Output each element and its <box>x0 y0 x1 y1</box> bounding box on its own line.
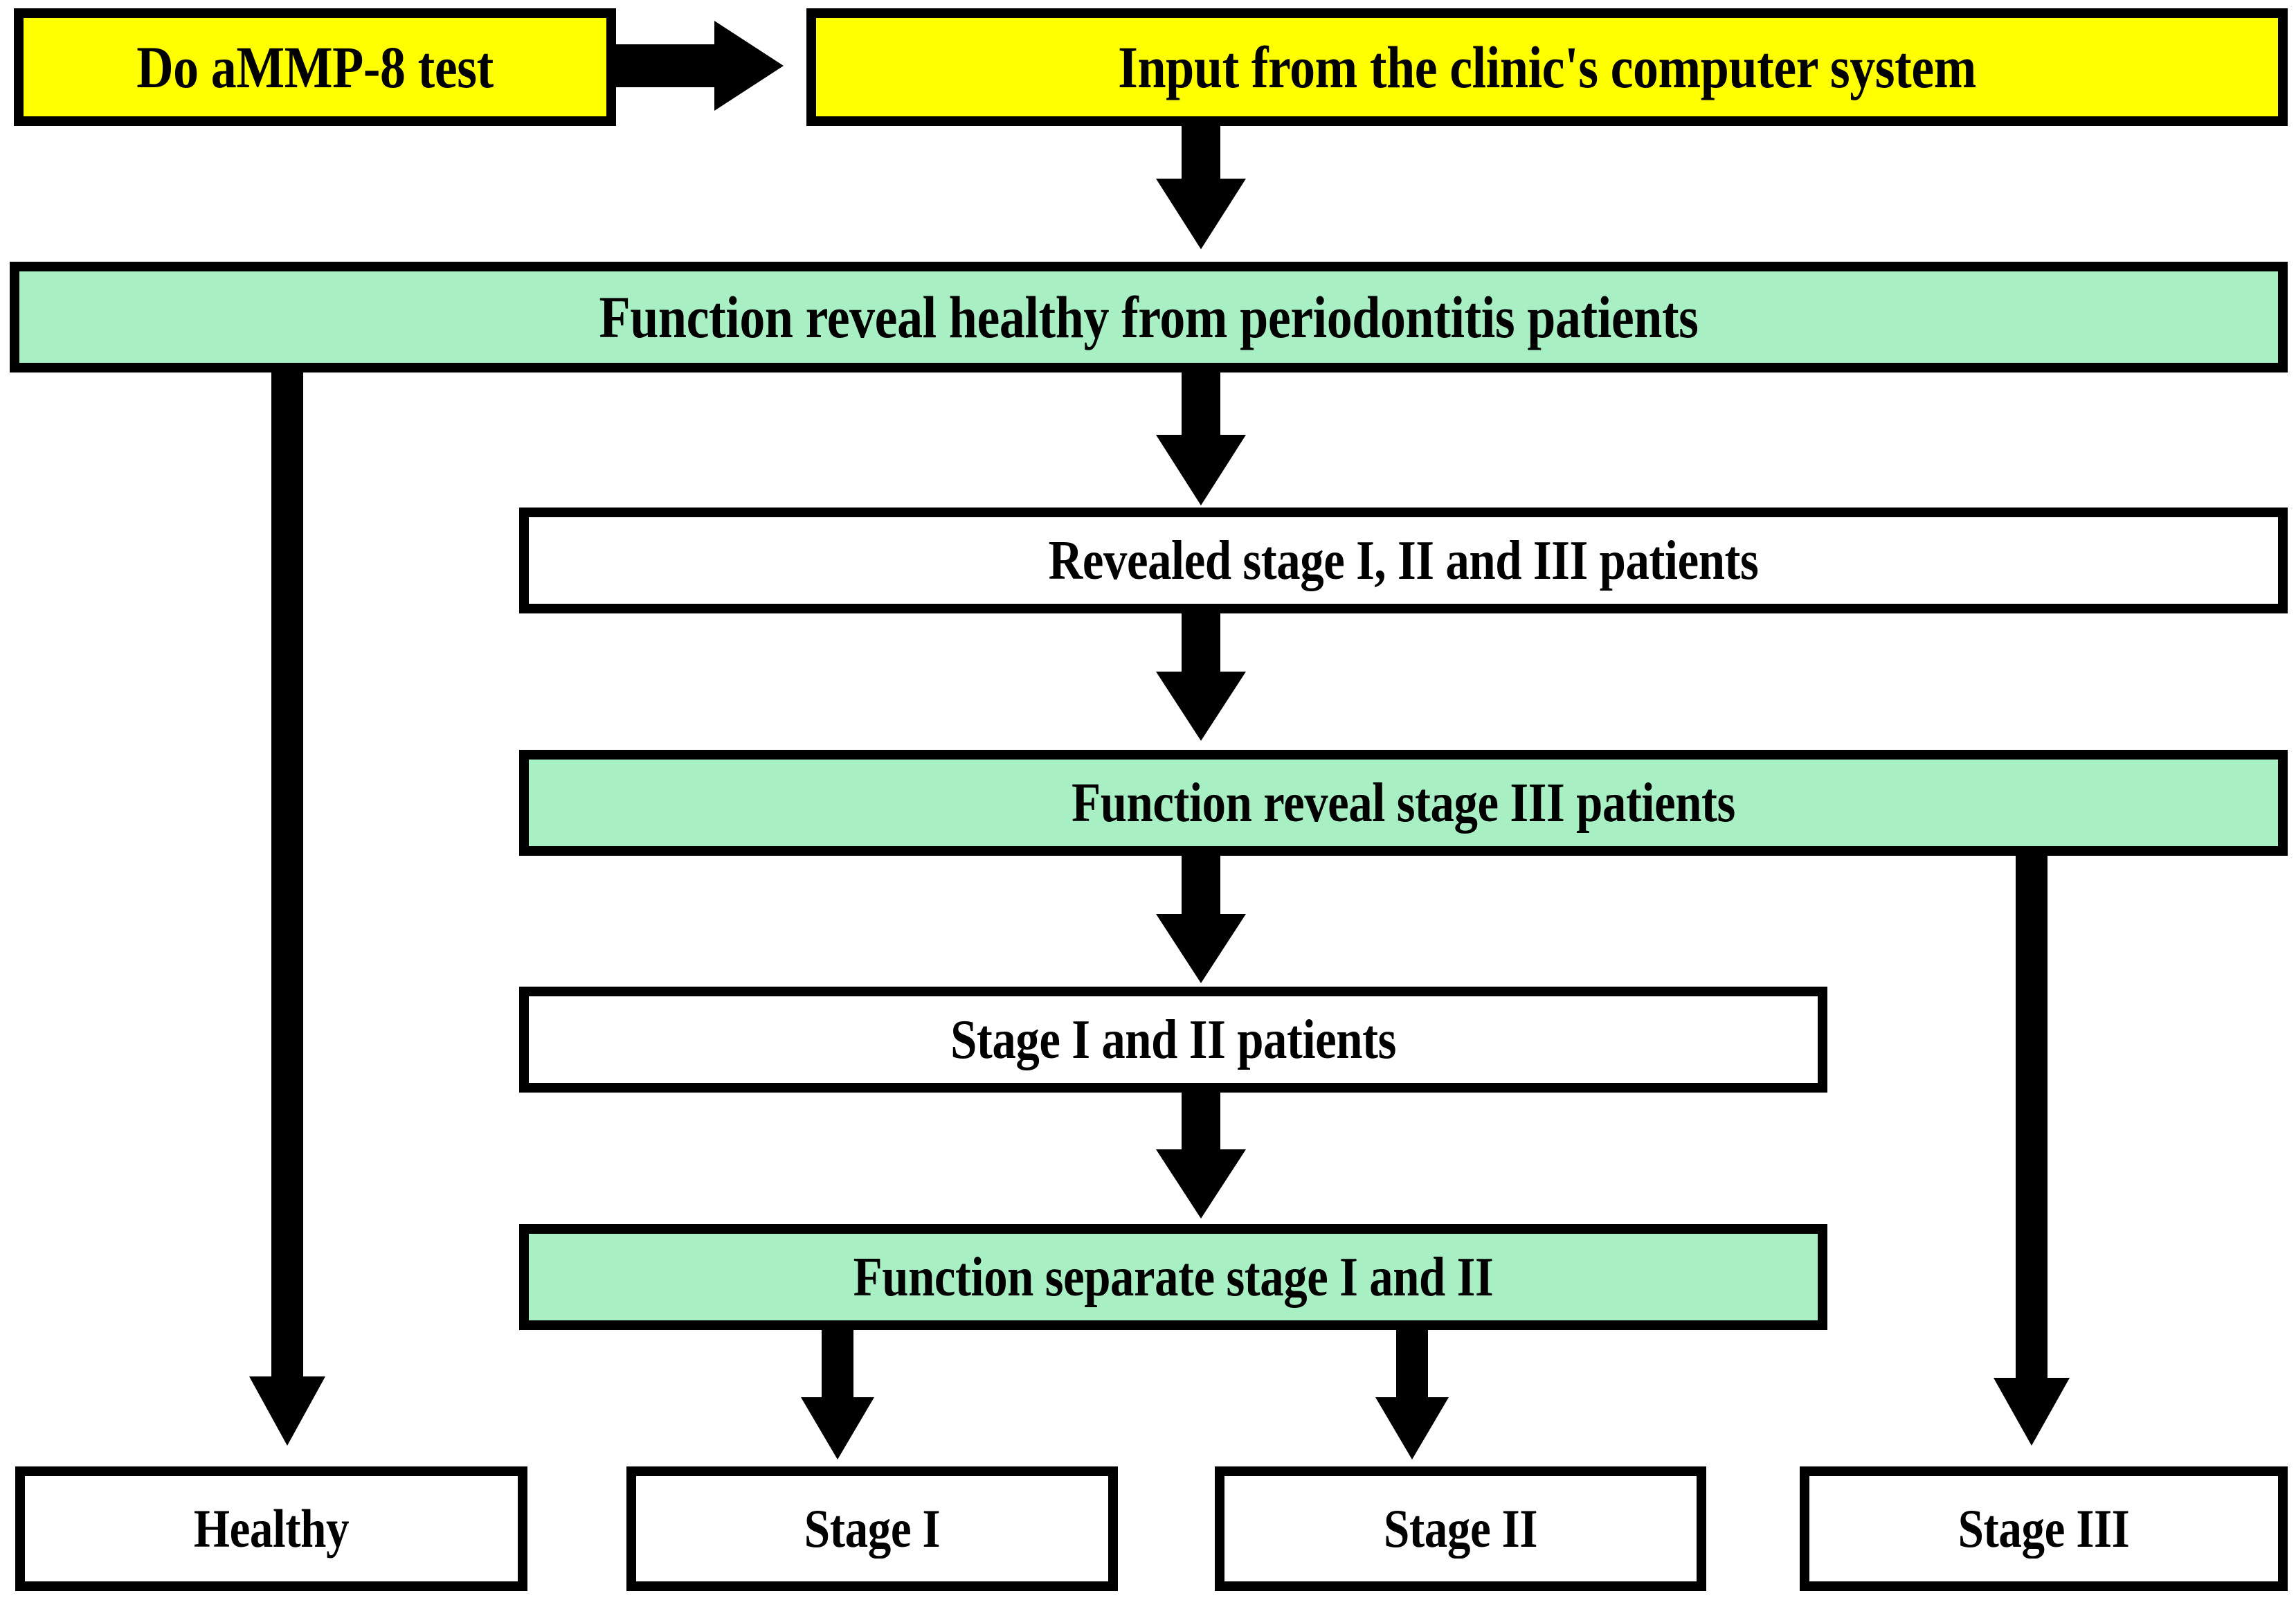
edge-fn-separate-to-out-stage2 <box>1367 1316 1457 1464</box>
node-function-reveal-stage3[interactable]: Function reveal stage III patients <box>519 750 2288 856</box>
node-clinic-input[interactable]: Input from the clinic's computer system <box>806 8 2288 126</box>
node-function-separate-stage12[interactable]: Function separate stage I and II <box>519 1224 1827 1330</box>
node-outcome-stage2[interactable]: Stage II <box>1215 1466 1706 1591</box>
node-outcome-stage3[interactable]: Stage III <box>1800 1466 2288 1591</box>
node-outcome-healthy[interactable]: Healthy <box>15 1466 527 1591</box>
node-function-reveal-stage3-label: Function reveal stage III patients <box>1072 772 1735 834</box>
node-clinic-input-label: Input from the clinic's computer system <box>1118 34 1976 100</box>
node-do-ammp8-test[interactable]: Do aMMP-8 test <box>14 8 616 126</box>
edge-do-test-to-clinic-input <box>609 14 817 118</box>
node-function-reveal-healthy-label: Function reveal healthy from periodontit… <box>599 284 1699 350</box>
edge-revealed-stages-to-fn-stage3 <box>1149 602 1267 775</box>
node-stage12-patients-label: Stage I and II patients <box>950 1009 1396 1070</box>
edge-stage12-patients-to-fn-separate <box>1149 1080 1267 1253</box>
edge-fn-stage3-to-out-stage3 <box>1980 845 2083 1454</box>
edge-fn-stage3-to-stage12-patients <box>1149 845 1267 1018</box>
edge-fn-separate-to-out-stage1 <box>793 1316 883 1464</box>
edge-fn-healthy-to-out-healthy <box>235 360 339 1454</box>
node-outcome-stage1-label: Stage I <box>804 1498 941 1559</box>
node-function-reveal-healthy[interactable]: Function reveal healthy from periodontit… <box>10 262 2288 372</box>
node-do-ammp8-test-label: Do aMMP-8 test <box>136 34 494 100</box>
node-outcome-stage3-label: Stage III <box>1958 1498 2130 1559</box>
node-function-separate-stage12-label: Function separate stage I and II <box>853 1246 1494 1308</box>
edge-clinic-input-to-fn-healthy <box>1149 104 1267 284</box>
node-outcome-stage2-label: Stage II <box>1383 1498 1538 1559</box>
edge-fn-healthy-to-revealed-stages <box>1149 360 1267 540</box>
node-outcome-stage1[interactable]: Stage I <box>626 1466 1118 1591</box>
node-revealed-stages-label: Revealed stage I, II and III patients <box>1048 530 1759 591</box>
node-stage12-patients[interactable]: Stage I and II patients <box>519 987 1827 1093</box>
node-outcome-healthy-label: Healthy <box>193 1498 350 1559</box>
node-revealed-stages[interactable]: Revealed stage I, II and III patients <box>519 508 2288 613</box>
